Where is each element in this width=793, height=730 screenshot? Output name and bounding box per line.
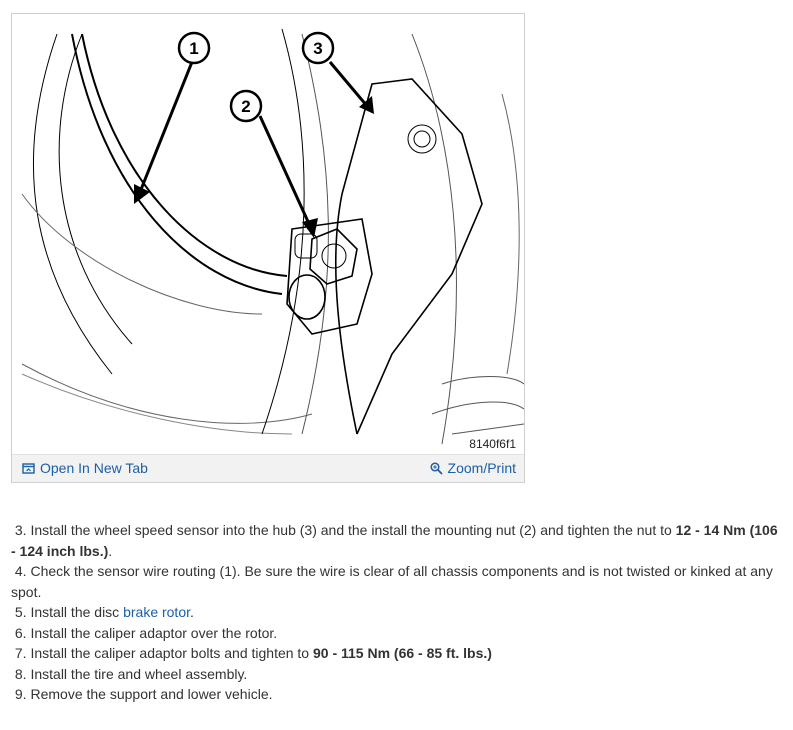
- step-7: 7. Install the caliper adaptor bolts and…: [11, 643, 786, 664]
- step-3: 3. Install the wheel speed sensor into t…: [11, 520, 786, 561]
- step-text: Install the wheel speed sensor into the …: [30, 522, 676, 538]
- open-in-new-tab-label: Open In New Tab: [40, 460, 148, 476]
- zoom-print-link[interactable]: Zoom/Print: [429, 460, 516, 476]
- callout-1: 1: [177, 31, 211, 65]
- svg-text:1: 1: [189, 39, 198, 58]
- figure-panel: 1 2 3 8140f6f1 Open In New Tab: [11, 13, 525, 483]
- step-number: 3.: [14, 522, 27, 538]
- torque-spec: 90 - 115 Nm (66 - 85 ft. lbs.): [312, 645, 492, 661]
- figure-toolbar: Open In New Tab Zoom/Print: [12, 454, 524, 482]
- step-number: 4.: [14, 563, 27, 579]
- magnifier-icon: [429, 461, 443, 475]
- step-text: Install the disc: [30, 604, 124, 620]
- wheel-speed-sensor-diagram: 1 2 3: [21, 28, 524, 445]
- callout-3: 3: [301, 31, 335, 65]
- svg-text:2: 2: [241, 97, 250, 116]
- step-text: Check the sensor wire routing (1). Be su…: [11, 563, 773, 600]
- figure-code: 8140f6f1: [469, 437, 516, 451]
- brake-rotor-link[interactable]: brake rotor: [123, 604, 191, 620]
- step-number: 7.: [14, 645, 27, 661]
- step-text: Remove the support and lower vehicle.: [30, 686, 273, 702]
- step-number: 9.: [14, 686, 27, 702]
- step-9: 9. Remove the support and lower vehicle.: [11, 684, 786, 705]
- step-text: Install the caliper adaptor over the rot…: [30, 624, 278, 641]
- step-4: 4. Check the sensor wire routing (1). Be…: [11, 561, 786, 602]
- open-in-new-tab-link[interactable]: Open In New Tab: [22, 460, 148, 476]
- callout-2: 2: [229, 89, 263, 123]
- step-number: 6.: [14, 624, 27, 641]
- step-text: Install the caliper adaptor bolts and ti…: [30, 645, 313, 661]
- step-6: 6. Install the caliper adaptor over the …: [11, 623, 786, 644]
- svg-text:3: 3: [313, 39, 322, 58]
- step-8: 8. Install the tire and wheel assembly.: [11, 664, 786, 685]
- zoom-print-label: Zoom/Print: [447, 460, 516, 476]
- step-text-end: .: [108, 542, 113, 559]
- procedure-steps: 3. Install the wheel speed sensor into t…: [11, 520, 786, 705]
- step-text: Install the tire and wheel assembly.: [30, 665, 248, 682]
- torque-spec: 12 - 14 Nm (106 - 124 inch lbs.): [11, 522, 778, 559]
- step-5: 5. Install the disc brake rotor.: [11, 602, 786, 623]
- step-text-end: .: [190, 604, 194, 620]
- open-in-new-tab-icon: [22, 462, 35, 474]
- step-number: 5.: [14, 604, 27, 620]
- step-number: 8.: [14, 665, 27, 682]
